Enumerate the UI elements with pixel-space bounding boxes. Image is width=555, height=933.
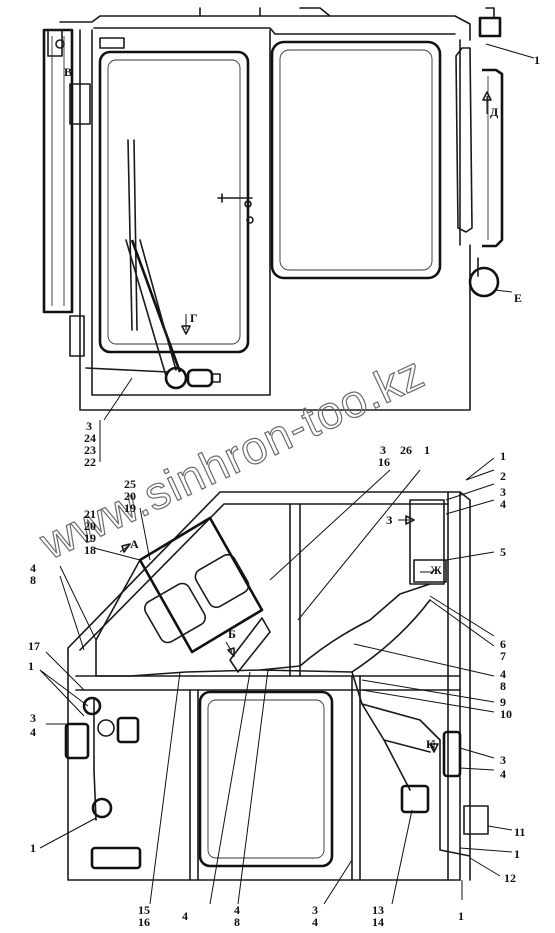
svg-text:24: 24 <box>84 431 96 445</box>
callout-4-bottom: 4 <box>182 909 188 923</box>
callout-group-4-8-left: 4 8 <box>30 561 36 587</box>
callout-group-4-8-bottom: 4 8 <box>234 903 240 929</box>
svg-text:3: 3 <box>86 419 92 433</box>
callout-group-13-14: 13 14 <box>372 903 384 929</box>
callout-2: 2 <box>500 469 506 483</box>
svg-text:14: 14 <box>372 915 384 929</box>
svg-text:22: 22 <box>84 455 96 469</box>
callout-1-left-b: 1 <box>30 841 36 855</box>
svg-text:4: 4 <box>500 497 506 511</box>
callout-group-25-20-19: 25 20 19 <box>124 477 136 515</box>
callout-26: 26 <box>400 443 412 457</box>
callout-group-3-4-bottom: 3 4 <box>312 903 318 929</box>
cab-floor-view <box>39 457 513 905</box>
svg-text:13: 13 <box>372 903 384 917</box>
svg-text:3: 3 <box>500 485 506 499</box>
svg-text:4: 4 <box>312 915 318 929</box>
callout-group-3-4-right-top: 3 4 <box>500 485 506 511</box>
svg-text:6: 6 <box>500 637 506 651</box>
svg-text:25: 25 <box>124 477 136 491</box>
svg-text:3: 3 <box>312 903 318 917</box>
svg-text:18: 18 <box>84 543 96 557</box>
svg-text:7: 7 <box>500 649 506 663</box>
svg-text:19: 19 <box>124 501 136 515</box>
svg-text:8: 8 <box>500 679 506 693</box>
view-letter-b: Б <box>228 627 236 641</box>
callout-group-15-16: 15 16 <box>138 903 150 929</box>
view-letter-d: Д <box>490 105 499 119</box>
callout-17: 17 <box>28 639 40 653</box>
svg-text:20: 20 <box>84 519 96 533</box>
view-letter-z: З <box>386 513 392 527</box>
svg-text:4: 4 <box>30 725 36 739</box>
callout-group-4-8-right: 4 8 <box>500 667 506 693</box>
callout-1-bottom: 1 <box>458 909 464 923</box>
svg-text:20: 20 <box>124 489 136 503</box>
view-letter-zh: Ж <box>430 563 442 577</box>
callout-group-3-16: 3 16 <box>378 443 390 469</box>
callout-5: 5 <box>500 545 506 559</box>
svg-text:4: 4 <box>30 561 36 575</box>
view-letter-g: Г <box>190 311 198 325</box>
svg-text:3: 3 <box>30 711 36 725</box>
callout-1-mid: 1 <box>424 443 430 457</box>
callout-group-3-4-right-mid: 3 4 <box>500 753 506 781</box>
view-letter-a: А <box>130 537 139 551</box>
view-letter-v: В <box>64 65 72 79</box>
svg-text:16: 16 <box>138 915 150 929</box>
view-letter-e: Е <box>514 291 522 305</box>
svg-text:4: 4 <box>500 767 506 781</box>
cab-front-view <box>42 7 535 462</box>
svg-text:8: 8 <box>30 573 36 587</box>
view-letter-k: К <box>426 737 435 751</box>
callout-group-21-20-19-18: 21 20 19 18 <box>84 507 96 557</box>
svg-text:9: 9 <box>500 695 506 709</box>
svg-text:21: 21 <box>84 507 96 521</box>
svg-text:10: 10 <box>500 707 512 721</box>
svg-text:8: 8 <box>234 915 240 929</box>
callout-1-right-low: 1 <box>514 847 520 861</box>
callout-1-left-a: 1 <box>28 659 34 673</box>
svg-text:3: 3 <box>380 443 386 457</box>
svg-text:4: 4 <box>500 667 506 681</box>
svg-text:4: 4 <box>234 903 240 917</box>
svg-text:23: 23 <box>84 443 96 457</box>
callout-12: 12 <box>504 871 516 885</box>
svg-text:19: 19 <box>84 531 96 545</box>
callout-group-6-7: 6 7 <box>500 637 506 663</box>
callout-group-3-4-left: 3 4 <box>30 711 36 739</box>
svg-text:16: 16 <box>378 455 390 469</box>
callout-1-right: 1 <box>500 449 506 463</box>
callout-11: 11 <box>514 825 525 839</box>
callout-group-9-10: 9 10 <box>500 695 512 721</box>
svg-text:3: 3 <box>500 753 506 767</box>
callout-1-top-right: 1 <box>534 53 540 67</box>
svg-text:15: 15 <box>138 903 150 917</box>
callout-group-3-24-23-22: 3 24 23 22 <box>84 419 96 469</box>
